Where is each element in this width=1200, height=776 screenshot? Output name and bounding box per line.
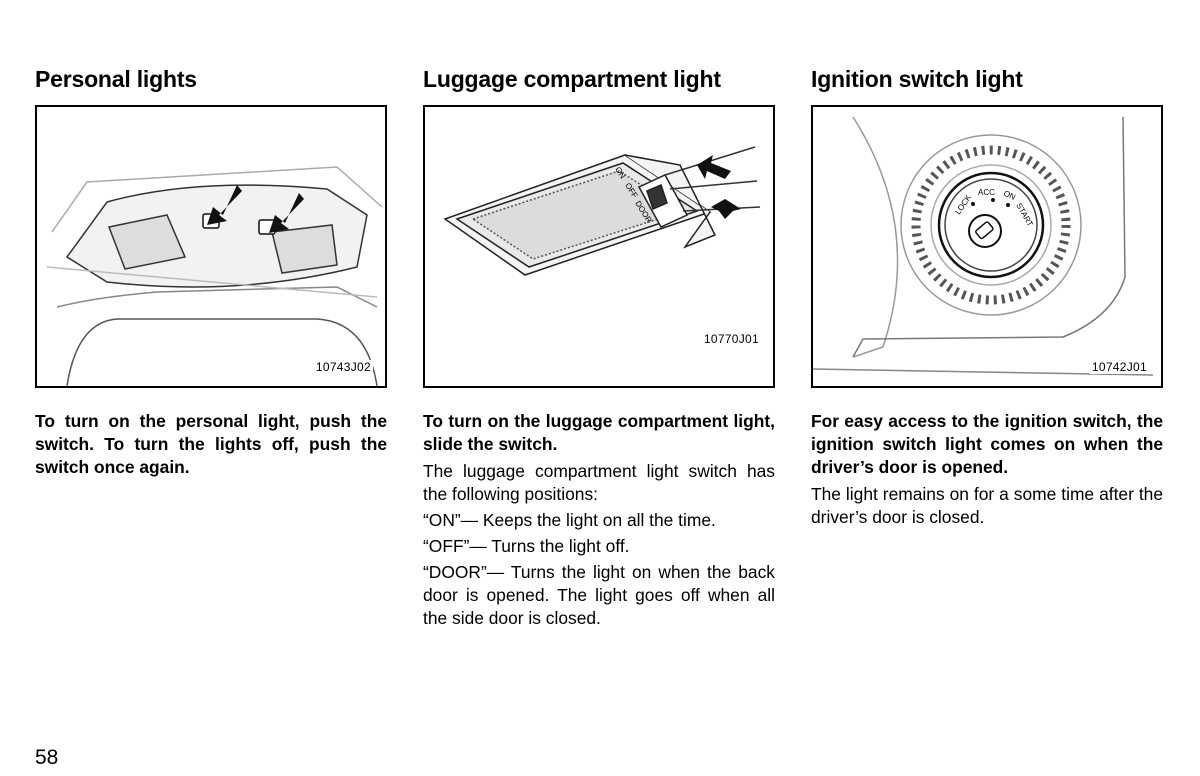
luggage-light-drawing: ON OFF DOOR: [443, 146, 761, 276]
instruction-paragraph: For easy access to the ignition switch, …: [811, 411, 1163, 477]
ignition-switch-illustration: LOCK ACC ON START 10742J01: [811, 105, 1163, 388]
section-title: Luggage compartment light: [423, 66, 721, 92]
section-body: To turn on the personal light, push the …: [35, 410, 387, 483]
personal-lights-illustration: 10743J02: [35, 105, 387, 388]
body-paragraph: The light remains on for a some time aft…: [811, 484, 1163, 527]
figure-code: 10742J01: [1089, 360, 1149, 374]
section-body: To turn on the luggage compartment light…: [423, 410, 775, 633]
body-paragraph: The luggage compartment light switch has…: [423, 461, 775, 504]
page-number: 58: [35, 746, 59, 769]
instruction-paragraph: To turn on the luggage compartment light…: [423, 411, 775, 454]
section-title: Ignition switch light: [811, 66, 1023, 92]
body-paragraph: “ON”— Keeps the light on all the time.: [423, 510, 716, 530]
section-body: For easy access to the ignition switch, …: [811, 410, 1163, 532]
figure-code: 10743J02: [313, 360, 373, 374]
instruction-paragraph: To turn on the personal light, push the …: [35, 411, 387, 477]
body-paragraph: “DOOR”— Turns the light on when the back…: [423, 562, 775, 628]
body-paragraph: “OFF”— Turns the light off.: [423, 536, 630, 556]
figure-code: 10770J01: [701, 332, 761, 346]
ignition-switch-drawing: LOCK ACC ON START: [813, 116, 1154, 376]
luggage-light-illustration: ON OFF DOOR 10770J01: [423, 105, 775, 388]
personal-lights-drawing: [46, 166, 383, 386]
section-title: Personal lights: [35, 66, 197, 92]
key-position-label: ACC: [978, 188, 995, 197]
